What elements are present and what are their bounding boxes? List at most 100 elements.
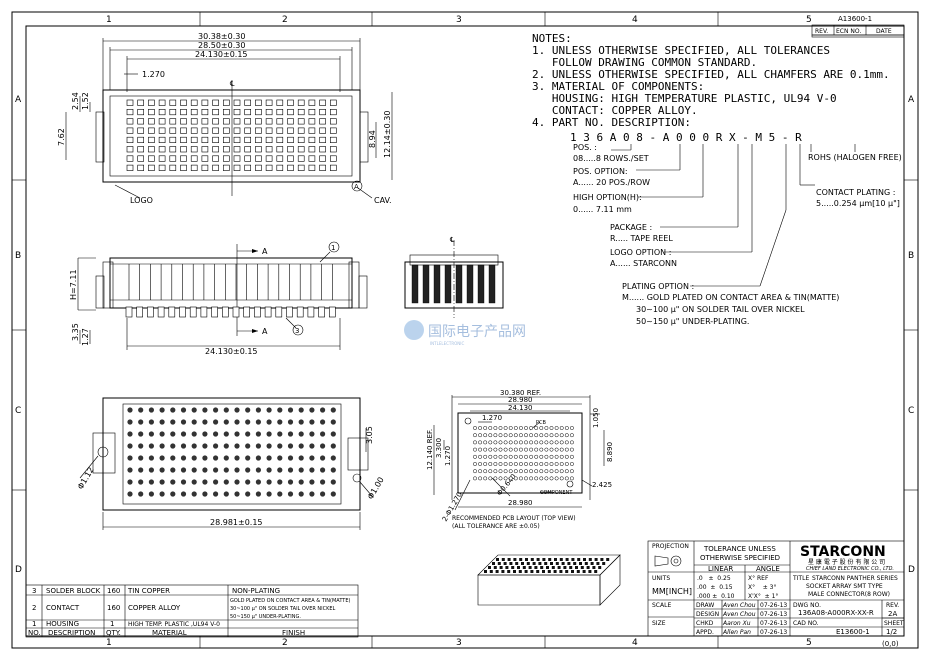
top-contact [126, 164, 134, 171]
iso-contact [594, 570, 598, 573]
pcb-pad [473, 440, 477, 445]
pcb-pad [498, 433, 503, 438]
company-logo: STARCONN [800, 544, 886, 560]
bottom-solder-ball [127, 419, 133, 425]
bottom-solder-ball [277, 479, 283, 485]
zone-row-c-right: C [908, 406, 914, 416]
section-a-bottom: A [262, 327, 268, 336]
top-contact [244, 136, 251, 143]
tol-title-1: TOLERANCE UNLESS [703, 545, 776, 553]
tol-ang-3: X'X° ± 1° [748, 593, 778, 600]
top-contact [329, 127, 337, 134]
top-contact [319, 155, 326, 162]
iso-contact [515, 562, 519, 565]
bottom-solder-ball [180, 443, 187, 449]
top-contact [329, 99, 337, 106]
bottom-solder-ball [170, 419, 176, 425]
top-contact [265, 127, 273, 134]
top-contact [190, 99, 198, 106]
rohs-label: ROHS (HALOGEN FREE) [808, 153, 902, 162]
zone-col-2-bottom: 2 [282, 638, 288, 648]
tol-title-2: OTHERWISE SPECIFIED [700, 554, 780, 562]
isometric-view [477, 554, 621, 606]
pcb-pad [503, 447, 508, 452]
pcb-pad [518, 469, 523, 474]
pcb-pad [534, 476, 539, 481]
iso-contact [600, 558, 604, 561]
watermark-en: INTLELECTRONIC [430, 341, 464, 346]
bottom-solder-ball [266, 455, 272, 461]
top-contact [212, 155, 219, 162]
bottom-solder-ball [277, 419, 283, 425]
top-contact [233, 164, 241, 171]
top-contact [255, 99, 262, 106]
bottom-solder-ball [159, 419, 165, 425]
front-solder-tail [211, 306, 218, 318]
front-height: H=7.11 [69, 269, 78, 300]
pcb-pad [503, 433, 508, 438]
package-value: R..... TAPE REEL [610, 234, 673, 243]
note-line-6: CONTACT: COPPER ALLOY. [532, 104, 698, 117]
top-contact [169, 118, 177, 125]
top-contact [287, 118, 294, 125]
pcb-dim-1270: 1.270 [482, 414, 502, 422]
bom-row2-finish-3: 50~150 μ" UNDER-PLATING. [230, 614, 301, 620]
pcb-pad [534, 454, 539, 459]
top-contact [319, 164, 326, 171]
top-contact [276, 146, 284, 153]
bottom-dim-d100: Φ1.00 [366, 476, 386, 501]
top-contact [308, 164, 316, 171]
bottom-solder-ball [234, 431, 240, 437]
bottom-solder-ball [127, 455, 133, 461]
iso-contact [586, 566, 590, 569]
contact-plating-value: 5.....0.254 μm[10 μ"] [816, 199, 900, 208]
pcb-pad [473, 447, 477, 452]
pcb-pad [569, 476, 574, 481]
zone-col-1-top: 1 [106, 15, 112, 25]
pcb-pad [478, 447, 483, 452]
pcb-pad [513, 440, 518, 445]
bottom-solder-ball [245, 419, 251, 425]
callout-1: 1 [331, 244, 335, 252]
iso-contact [507, 558, 511, 561]
top-contact [255, 155, 262, 162]
top-contact [255, 109, 262, 116]
bom-row3-finish: NON-PLATING [232, 587, 280, 595]
bottom-solder-ball [159, 479, 165, 485]
pcb-pad [549, 447, 554, 452]
top-contact [329, 118, 337, 125]
top-contact [148, 109, 155, 116]
top-contact [148, 155, 155, 162]
pcb-pad [488, 454, 493, 459]
bottom-solder-ball [191, 431, 197, 437]
top-contact [233, 109, 241, 116]
bottom-solder-ball [138, 479, 144, 485]
top-contact [276, 136, 284, 143]
title-line-2: SOCKET ARRAY SMT TYPE [806, 583, 883, 590]
bottom-solder-ball [138, 419, 144, 425]
pcb-pad [539, 447, 544, 452]
iso-contact [538, 562, 542, 565]
iso-contact [577, 558, 581, 561]
bottom-solder-ball [298, 467, 304, 473]
zone-row-c-left: C [15, 406, 21, 416]
bottom-solder-ball [180, 419, 187, 425]
high-option-value: 0...... 7.11 mm [573, 205, 632, 214]
top-contact [223, 127, 230, 134]
bottom-solder-ball [223, 479, 229, 485]
dim-overall: 30.38±0.30 [198, 32, 245, 41]
pcb-pad [564, 469, 569, 474]
pcb-pad [483, 462, 488, 466]
bottom-solder-ball [223, 419, 229, 425]
pcb-pad [503, 454, 508, 459]
bottom-solder-ball [202, 419, 208, 425]
rev-label: REV. [886, 602, 899, 609]
sign-name-4: Allen Pan [722, 629, 751, 636]
pos-option-value: A...... 20 POS./ROW [573, 178, 650, 187]
top-view-contact-grid [126, 99, 337, 171]
pcb-pad [518, 433, 523, 438]
top-contact [169, 127, 177, 134]
bom-row3-desc: SOLDER BLOCK [46, 587, 101, 595]
tol-lin-3: .000 ± 0.10 [697, 593, 735, 600]
title-block: PROJECTION UNITS MM[INCH] SCALE SIZE TOL… [647, 540, 905, 648]
